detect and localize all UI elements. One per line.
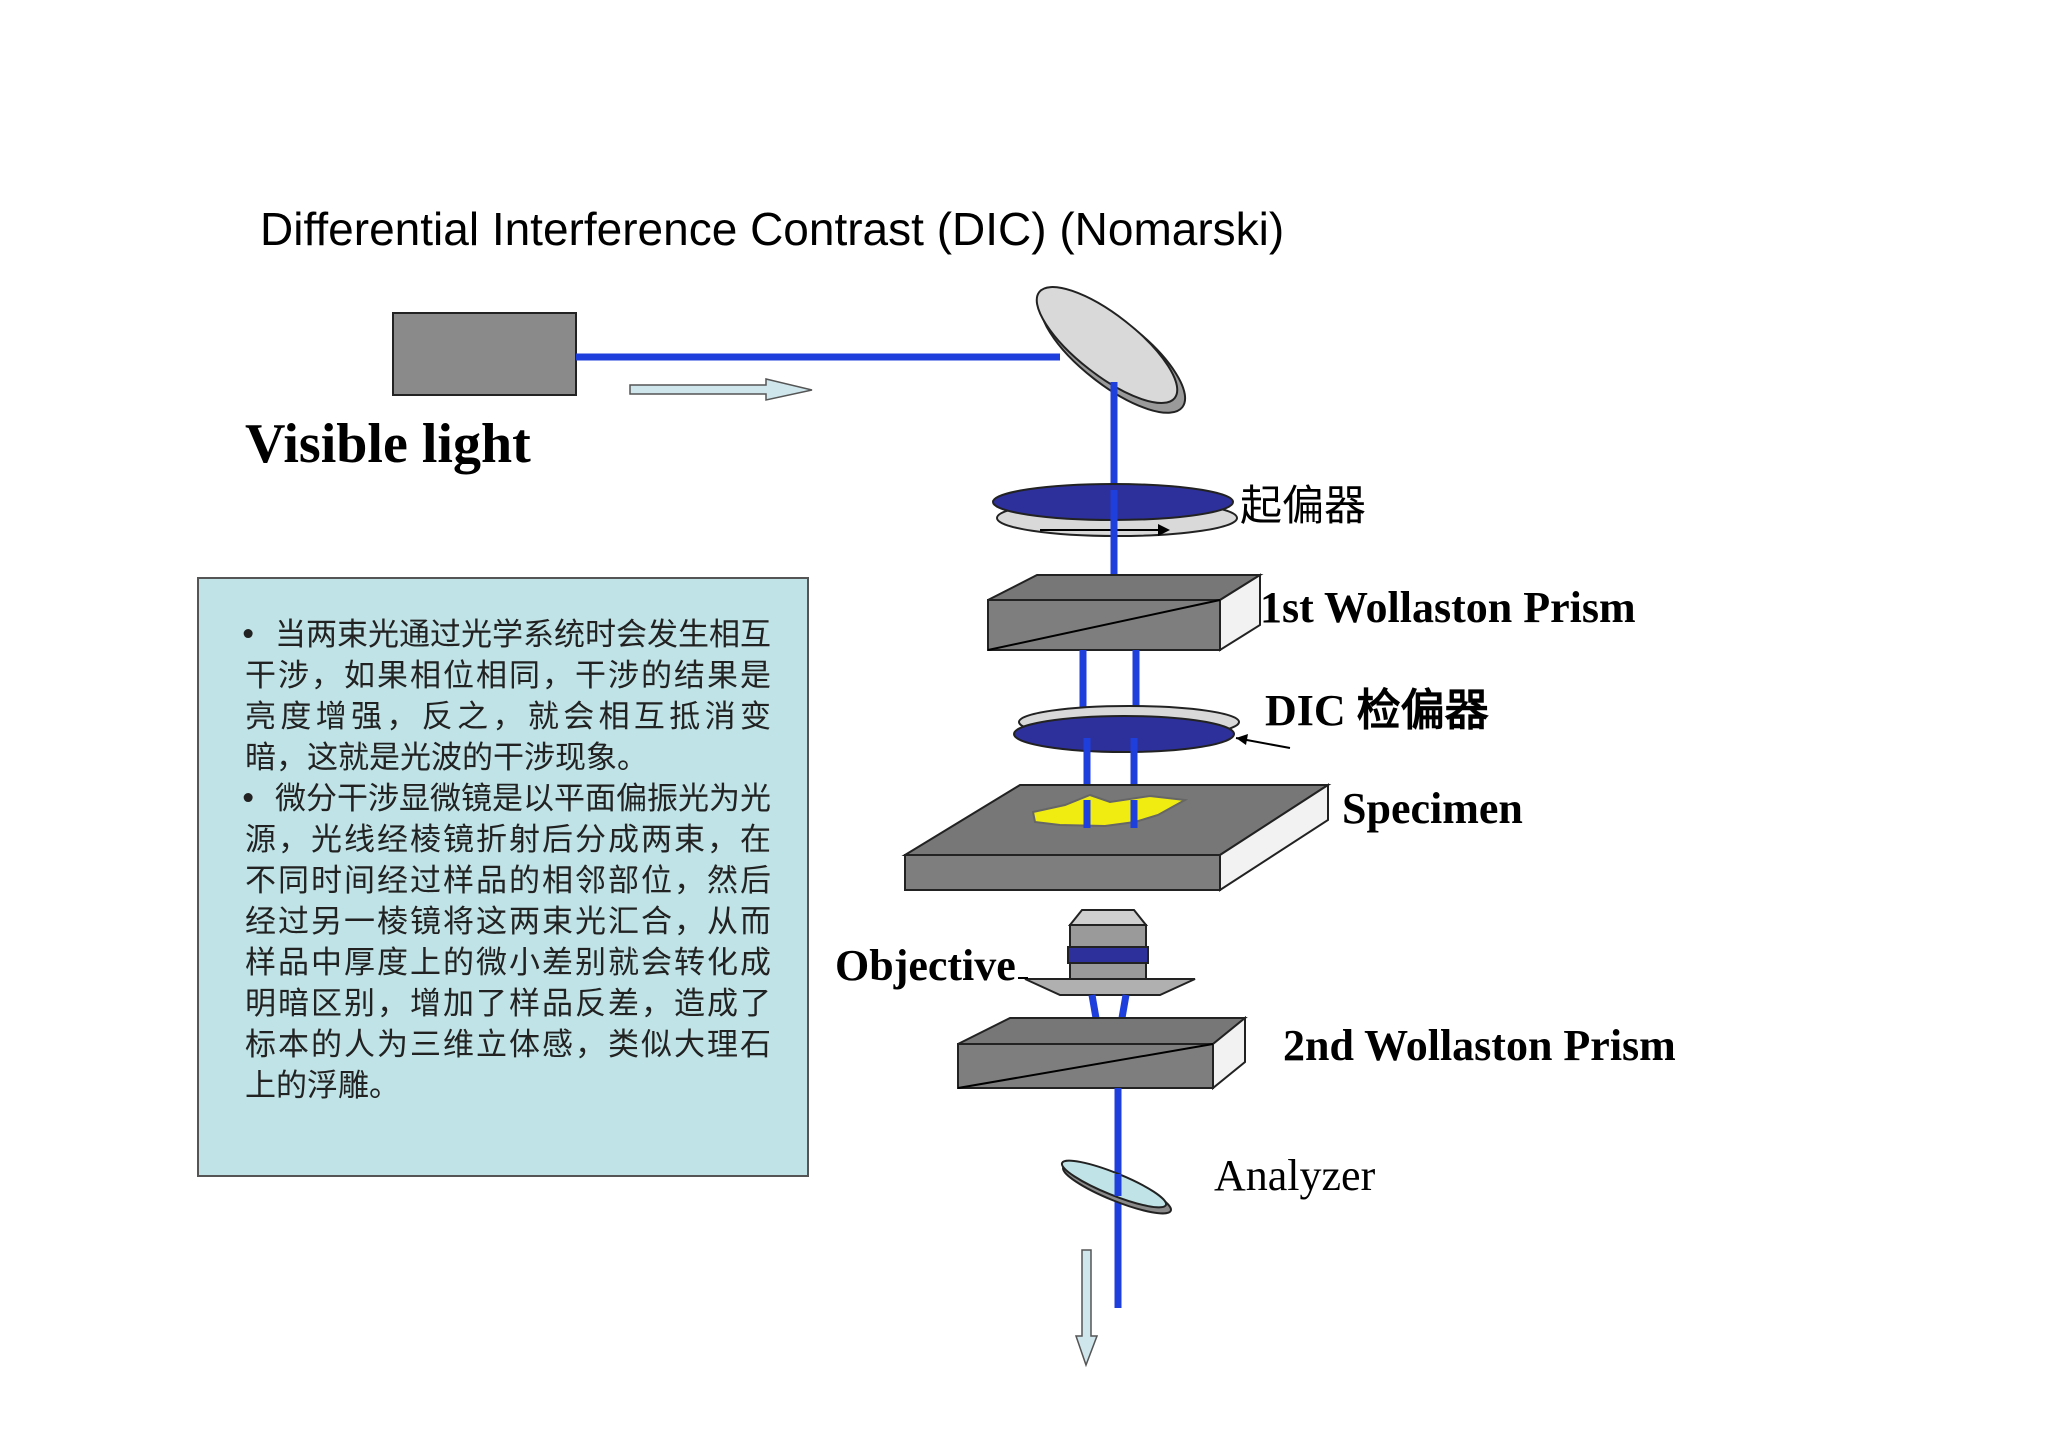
second-wollaston-prism-icon (957, 1015, 1248, 1091)
bullet-icon: • (239, 617, 258, 653)
first-prism-label: 1st Wollaston Prism (1260, 583, 1636, 632)
beam-converge-left (1088, 994, 1100, 1019)
light-source-box (392, 312, 577, 396)
dic-analyzer-label: DIC 检偏器 (1265, 686, 1490, 735)
specimen-sample-icon (1031, 793, 1189, 828)
explanation-paragraph-2: • 微分干涉显微镜是以平面偏振光为光源，光线经棱镜折射后分成两束，在不同时间经过… (239, 779, 771, 1107)
arrow-right-icon (629, 378, 813, 401)
mirror-icon (1035, 286, 1187, 414)
second-prism-label: 2nd Wollaston Prism (1283, 1021, 1676, 1070)
explanation-paragraph-1: • 当两束光通过光学系统时会发生相互干涉，如果相位相同，干涉的结果是亮度增强，反… (239, 615, 771, 779)
objective-lens-icon (1024, 909, 1196, 996)
explanation-text: 当两束光通过光学系统时会发生相互干涉，如果相位相同，干涉的结果是亮度增强，反之，… (245, 617, 771, 776)
arrow-down-icon (1074, 1249, 1099, 1368)
polarizer-label: 起偏器 (1240, 481, 1366, 530)
explanation-text: 微分干涉显微镜是以平面偏振光为光源，光线经棱镜折射后分成两束，在不同时间经过样品… (245, 781, 771, 1104)
bullet-icon: • (239, 781, 258, 817)
analyzer-label: Analyzer (1214, 1151, 1376, 1200)
visible-light-label: Visible light (245, 413, 531, 475)
specimen-label: Specimen (1342, 784, 1523, 833)
explanation-text-box: • 当两束光通过光学系统时会发生相互干涉，如果相位相同，干涉的结果是亮度增强，反… (197, 577, 809, 1177)
dic-analyzer-icon (1013, 705, 1291, 753)
objective-label: Objective (835, 941, 1016, 990)
specimen-stage-icon (901, 783, 1332, 892)
beam-converge-right (1118, 994, 1130, 1019)
first-wollaston-prism-icon (987, 573, 1264, 652)
diagram-title: Differential Interference Contrast (DIC)… (260, 203, 1284, 255)
